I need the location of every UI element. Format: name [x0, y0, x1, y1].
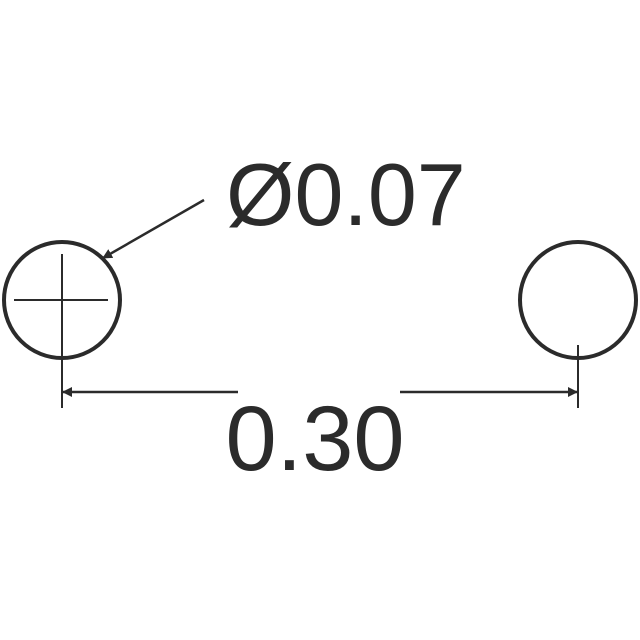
diameter-leader-arrow: [102, 198, 205, 260]
diameter-label: Ø0.07: [226, 145, 466, 244]
right-hole-circle: [518, 240, 638, 360]
left-hole: [2, 240, 122, 360]
spacing-label: 0.30: [225, 388, 404, 490]
right-hole: [518, 240, 638, 360]
